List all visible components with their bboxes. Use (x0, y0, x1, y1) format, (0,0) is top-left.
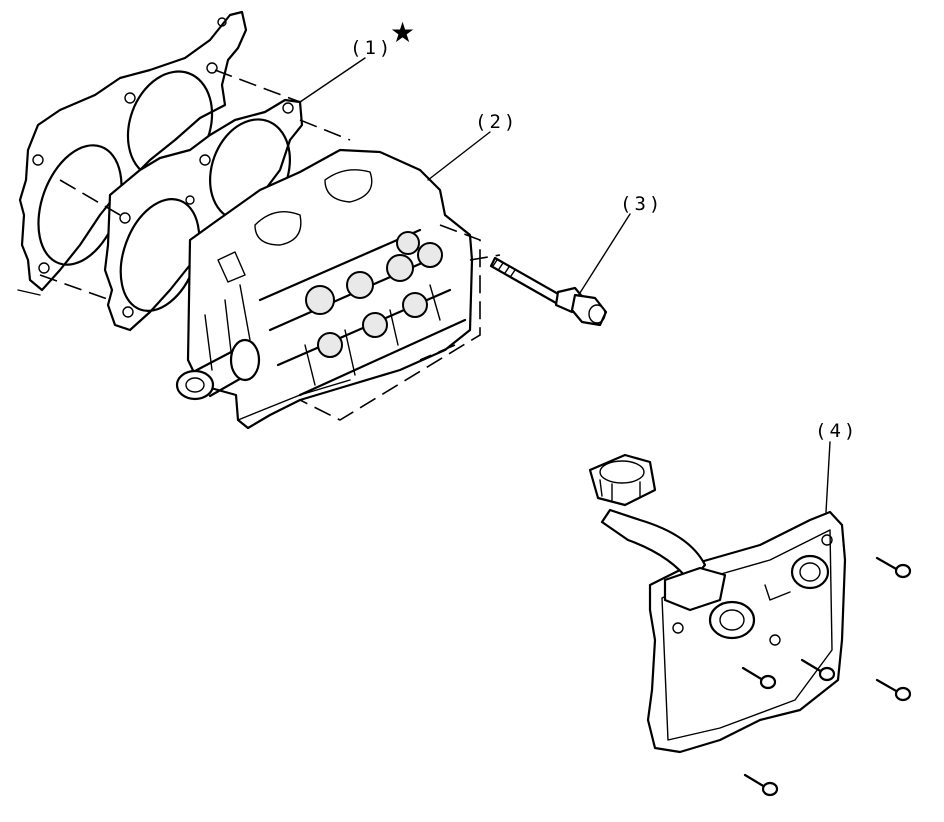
callout-label-2: (2) (475, 111, 518, 133)
alignment-guide-lines (39, 69, 501, 421)
callout-label-1: (1) (350, 37, 393, 59)
callout-1: (1) (299, 37, 393, 103)
rocker-cover-icon (588, 453, 847, 754)
callout-label-4: (4) (815, 420, 858, 442)
callout-label-3: (3) (620, 193, 663, 215)
head-bolt-icon (489, 256, 608, 327)
callout-3: (3) (577, 193, 663, 297)
star-icon: ★ (390, 16, 415, 49)
cylinder-head-assembly-icon (175, 148, 474, 430)
callout-4: (4) (815, 420, 858, 513)
cover-bolt-icon (741, 556, 912, 797)
callout-2: (2) (427, 111, 518, 181)
